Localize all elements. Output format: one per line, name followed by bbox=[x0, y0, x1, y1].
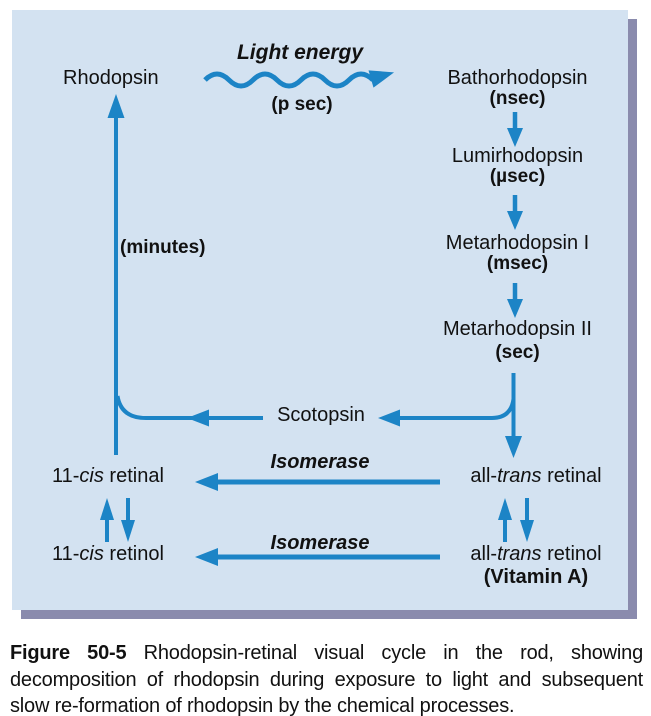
node-bathorhodopsin: Bathorhodopsin bbox=[447, 67, 588, 89]
minutes-time-label: (minutes) bbox=[120, 237, 206, 258]
figure-caption: Figure 50-5 Rhodopsin-retinal visual cyc… bbox=[10, 640, 643, 716]
diagram-arrows bbox=[100, 70, 534, 566]
metarhodopsin2-to-trans-retinal-arrow bbox=[505, 373, 522, 458]
node-11-cis-retinol: 11-cis retinol bbox=[52, 543, 164, 565]
metarhodopsin2-to-scotopsin-arrow bbox=[378, 398, 516, 427]
bathorhodopsin-time-label: (nsec) bbox=[489, 88, 546, 109]
light-energy-label: Light energy bbox=[236, 41, 363, 64]
caption-text: Rhodopsin-retinal visual cycle in the ro… bbox=[10, 642, 643, 716]
node-rhodopsin: Rhodopsin bbox=[63, 67, 159, 89]
node-lumirhodopsin: Lumirhodopsin bbox=[451, 145, 584, 167]
node-metarhodopsin-2: Metarhodopsin II bbox=[443, 318, 592, 340]
isomerase-retinol-arrow bbox=[195, 548, 440, 566]
trans-retinal-to-trans-retinol-down-arrow bbox=[520, 498, 534, 542]
reformation-up-arrow bbox=[107, 94, 125, 455]
trans-retinol-to-trans-retinal-up-arrow bbox=[498, 498, 512, 542]
cis-retinol-to-cis-retinal-up-arrow bbox=[100, 498, 114, 542]
metarhodopsin1-to-metarhodopsin2-arrow bbox=[507, 283, 523, 318]
isomerase-retinal-arrow bbox=[195, 473, 440, 491]
vitamin-a-label: (Vitamin A) bbox=[483, 566, 589, 588]
node-all-trans-retinol: all-trans retinol bbox=[470, 543, 602, 565]
cis-retinal-to-cis-retinol-down-arrow bbox=[121, 498, 135, 542]
node-scotopsin: Scotopsin bbox=[277, 404, 365, 426]
node-11-cis-retinal: 11-cis retinal bbox=[52, 465, 164, 487]
isomerase-top-label: Isomerase bbox=[270, 451, 370, 473]
metarhodopsin-2-time-label: (sec) bbox=[495, 342, 540, 363]
metarhodopsin-1-time-label: (msec) bbox=[486, 253, 549, 274]
scotopsin-to-rhodopsin-arrow bbox=[115, 395, 263, 427]
figure-number: Figure 50-5 bbox=[10, 642, 127, 664]
light-energy-time-label: (p sec) bbox=[271, 94, 333, 115]
node-all-trans-retinal: all-trans retinal bbox=[470, 465, 602, 487]
isomerase-bottom-label: Isomerase bbox=[270, 532, 370, 554]
node-metarhodopsin-1: Metarhodopsin I bbox=[445, 232, 590, 254]
light-energy-wavy-arrow bbox=[203, 70, 395, 89]
visual-cycle-diagram-panel bbox=[12, 10, 628, 610]
lumirhodopsin-time-label: (µsec) bbox=[489, 166, 546, 187]
lumirhodopsin-to-metarhodopsin1-arrow bbox=[507, 195, 523, 230]
bathorhodopsin-to-lumirhodopsin-arrow bbox=[507, 112, 523, 147]
